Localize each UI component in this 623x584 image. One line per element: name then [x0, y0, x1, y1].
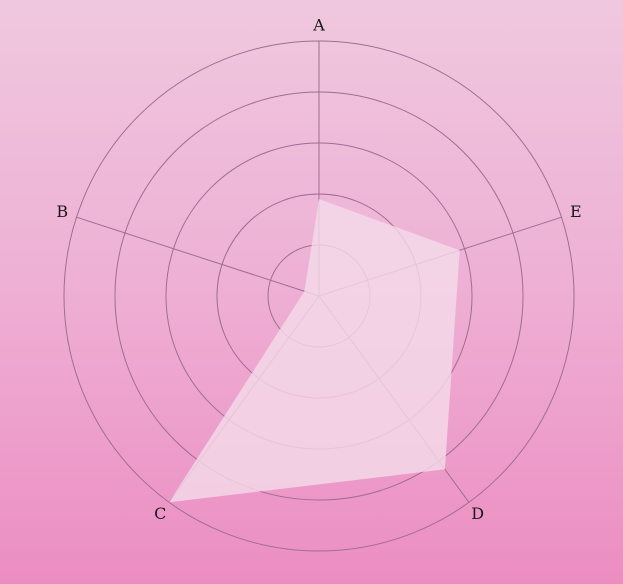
axis-label-A: A: [312, 16, 325, 35]
series-layer: [169, 199, 460, 503]
axis-label-B: B: [56, 202, 68, 221]
axis-label-C: C: [154, 504, 166, 523]
axis-labels: A B C D E: [56, 16, 581, 523]
spoke-B: [76, 216, 320, 297]
series-area-1: [169, 199, 460, 503]
axis-label-D: D: [471, 504, 484, 523]
axis-label-E: E: [570, 202, 582, 221]
